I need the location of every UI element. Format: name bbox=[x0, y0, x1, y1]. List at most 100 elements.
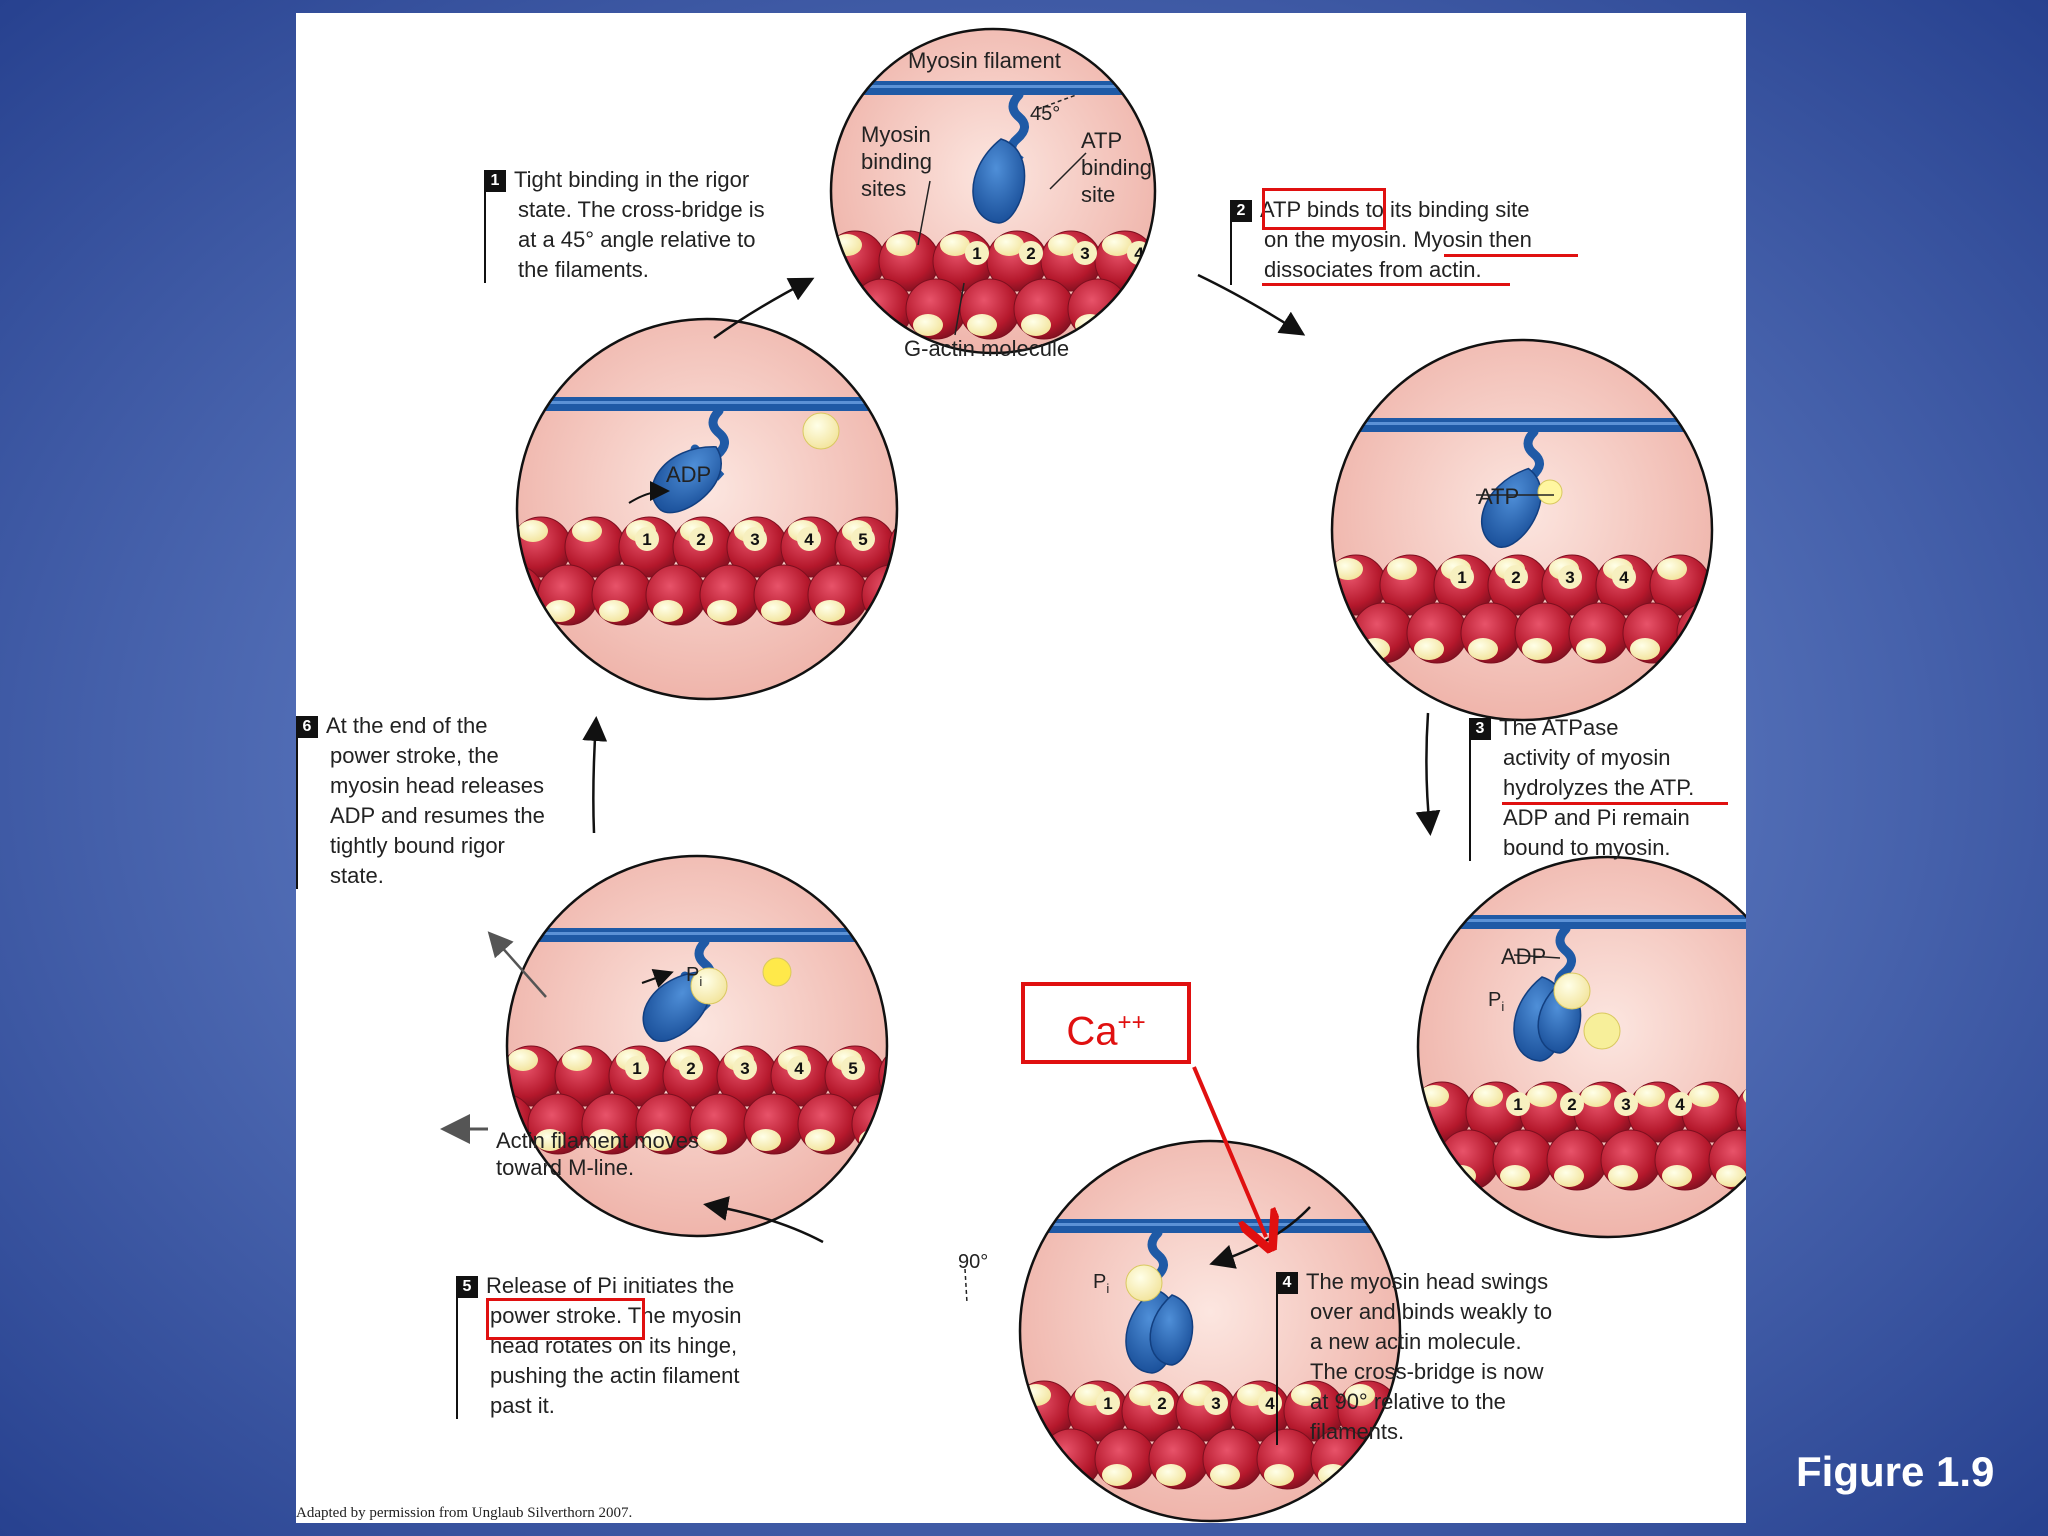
step-number-badge: 5 bbox=[456, 1276, 478, 1298]
g-actin-molecule bbox=[1438, 1129, 1500, 1191]
circle-outline bbox=[515, 317, 899, 701]
binding-site-number: 4 bbox=[1612, 565, 1636, 589]
svg-text:2: 2 bbox=[1026, 244, 1035, 263]
pi-release-arrow bbox=[641, 968, 674, 988]
myosin-binding-sites-pointer bbox=[917, 180, 931, 246]
g-actin-molecule bbox=[1379, 554, 1441, 616]
circle-outline bbox=[505, 854, 889, 1238]
step-line: on the myosin. Myosin then bbox=[1264, 227, 1532, 252]
g-actin-molecule bbox=[699, 564, 761, 626]
binding-site-number: 2 bbox=[1019, 241, 1043, 265]
g-actin-molecule bbox=[851, 1093, 887, 1155]
arrow-1-to-2 bbox=[1197, 273, 1306, 336]
step-number-badge: 1 bbox=[484, 170, 506, 192]
step-bar bbox=[484, 171, 486, 283]
step-bar bbox=[296, 717, 298, 889]
step-bar bbox=[456, 1277, 458, 1419]
binding-site-number: 2 bbox=[1150, 1391, 1174, 1415]
cycle-arrows bbox=[582, 273, 1441, 1269]
g-actin-molecule bbox=[959, 278, 1021, 340]
step-line: filaments. bbox=[1310, 1419, 1405, 1444]
step-line: power stroke. The myosin bbox=[490, 1303, 742, 1328]
g-actin-molecule bbox=[591, 564, 653, 626]
actin-moves-label: Actin filament moves toward M-line. bbox=[496, 1127, 699, 1181]
angle-90-dashed-line bbox=[964, 1268, 968, 1304]
myosin-head bbox=[972, 90, 1029, 224]
step-line-text: The ATPase bbox=[1499, 715, 1619, 740]
underline-hydrolyzes bbox=[1502, 802, 1728, 805]
g-actin-molecule bbox=[1622, 602, 1684, 664]
binding-site-number: 2 bbox=[1560, 1092, 1584, 1116]
binding-site-number: 1 bbox=[1450, 565, 1474, 589]
svg-text:1: 1 bbox=[972, 244, 981, 263]
step-bar bbox=[1230, 201, 1232, 285]
svg-text:4: 4 bbox=[1134, 244, 1144, 263]
step-line: tightly bound rigor bbox=[330, 833, 505, 858]
g-actin-molecule bbox=[831, 278, 859, 340]
atp-binding-site-pointer bbox=[1049, 152, 1087, 190]
phosphate-ball bbox=[1125, 1264, 1163, 1302]
calcium-text: Ca bbox=[1066, 1009, 1118, 1054]
phosphate-ball bbox=[762, 957, 792, 987]
binding-site-number: 2 bbox=[679, 1056, 703, 1080]
step-line: ADP and Pi remain bbox=[1503, 805, 1690, 830]
step-line: power stroke, the bbox=[330, 743, 499, 768]
phosphate-ball bbox=[1537, 479, 1563, 505]
g-actin-molecule bbox=[1406, 602, 1468, 664]
g-actin-molecule bbox=[1735, 1081, 1746, 1143]
svg-text:4: 4 bbox=[804, 530, 814, 549]
g-actin-molecule bbox=[753, 564, 815, 626]
pi-text: P bbox=[686, 964, 700, 986]
svg-text:1: 1 bbox=[1103, 1394, 1112, 1413]
g-actin-molecule bbox=[1460, 602, 1522, 664]
angle-90-label: 90° bbox=[958, 1251, 989, 1273]
head-rotation-arrow bbox=[487, 931, 547, 998]
binding-site-number: 3 bbox=[733, 1056, 757, 1080]
phosphate-ball bbox=[1553, 972, 1591, 1010]
circle-outline bbox=[1330, 338, 1714, 722]
g-actin-molecule bbox=[1418, 1129, 1446, 1191]
g-actin-molecule bbox=[1332, 554, 1333, 616]
binding-site-number: 1 bbox=[635, 527, 659, 551]
svg-text:3: 3 bbox=[1211, 1394, 1220, 1413]
g-actin-molecule bbox=[1492, 1129, 1554, 1191]
phosphate-ball bbox=[802, 412, 840, 450]
g-actin-molecule bbox=[635, 1093, 697, 1155]
step-number-badge: 2 bbox=[1230, 200, 1252, 222]
step-line: hydrolyzes the ATP. bbox=[1503, 775, 1695, 800]
g-actin-molecule bbox=[564, 516, 626, 578]
step-line: over and binds weakly to bbox=[1310, 1299, 1553, 1324]
atp-binding-site-label: ATP binding site bbox=[1081, 127, 1152, 208]
g-actin-molecule bbox=[1600, 1129, 1662, 1191]
angle-45-label: 45° bbox=[1030, 103, 1061, 125]
credit-note: Adapted by permission from Unglaub Silve… bbox=[296, 1505, 633, 1521]
circle-background bbox=[517, 319, 897, 699]
g-actin-molecule bbox=[537, 564, 599, 626]
step-line-text: Release of Pi initiates the bbox=[486, 1273, 735, 1298]
g-actin-molecule bbox=[1013, 278, 1075, 340]
svg-text:2: 2 bbox=[1511, 568, 1520, 587]
step-line-text: ATP binds to its binding site bbox=[1260, 197, 1530, 222]
binding-site-number: 3 bbox=[743, 527, 767, 551]
g-actin-molecule bbox=[1514, 602, 1576, 664]
step-5-text: 5 Release of Pi initiates the power strok… bbox=[456, 1271, 741, 1421]
g-actin-molecule bbox=[1020, 1428, 1048, 1490]
g-actin-molecule bbox=[507, 1045, 562, 1107]
g-actin-molecule bbox=[1568, 602, 1630, 664]
binding-site-number: 4 bbox=[1668, 1092, 1692, 1116]
pi-label-step4: Pi bbox=[1093, 1269, 1109, 1302]
g-actin-molecule bbox=[888, 516, 897, 578]
g-actin-molecule bbox=[1708, 1129, 1746, 1191]
myosin-filament-label: Myosin filament bbox=[908, 48, 1061, 73]
g-actin-molecule bbox=[1202, 1428, 1264, 1490]
step-line: myosin head releases bbox=[330, 773, 545, 798]
svg-text:3: 3 bbox=[750, 530, 759, 549]
label-line: binding bbox=[861, 149, 932, 174]
step-line-text: The myosin head swings bbox=[1306, 1269, 1549, 1294]
